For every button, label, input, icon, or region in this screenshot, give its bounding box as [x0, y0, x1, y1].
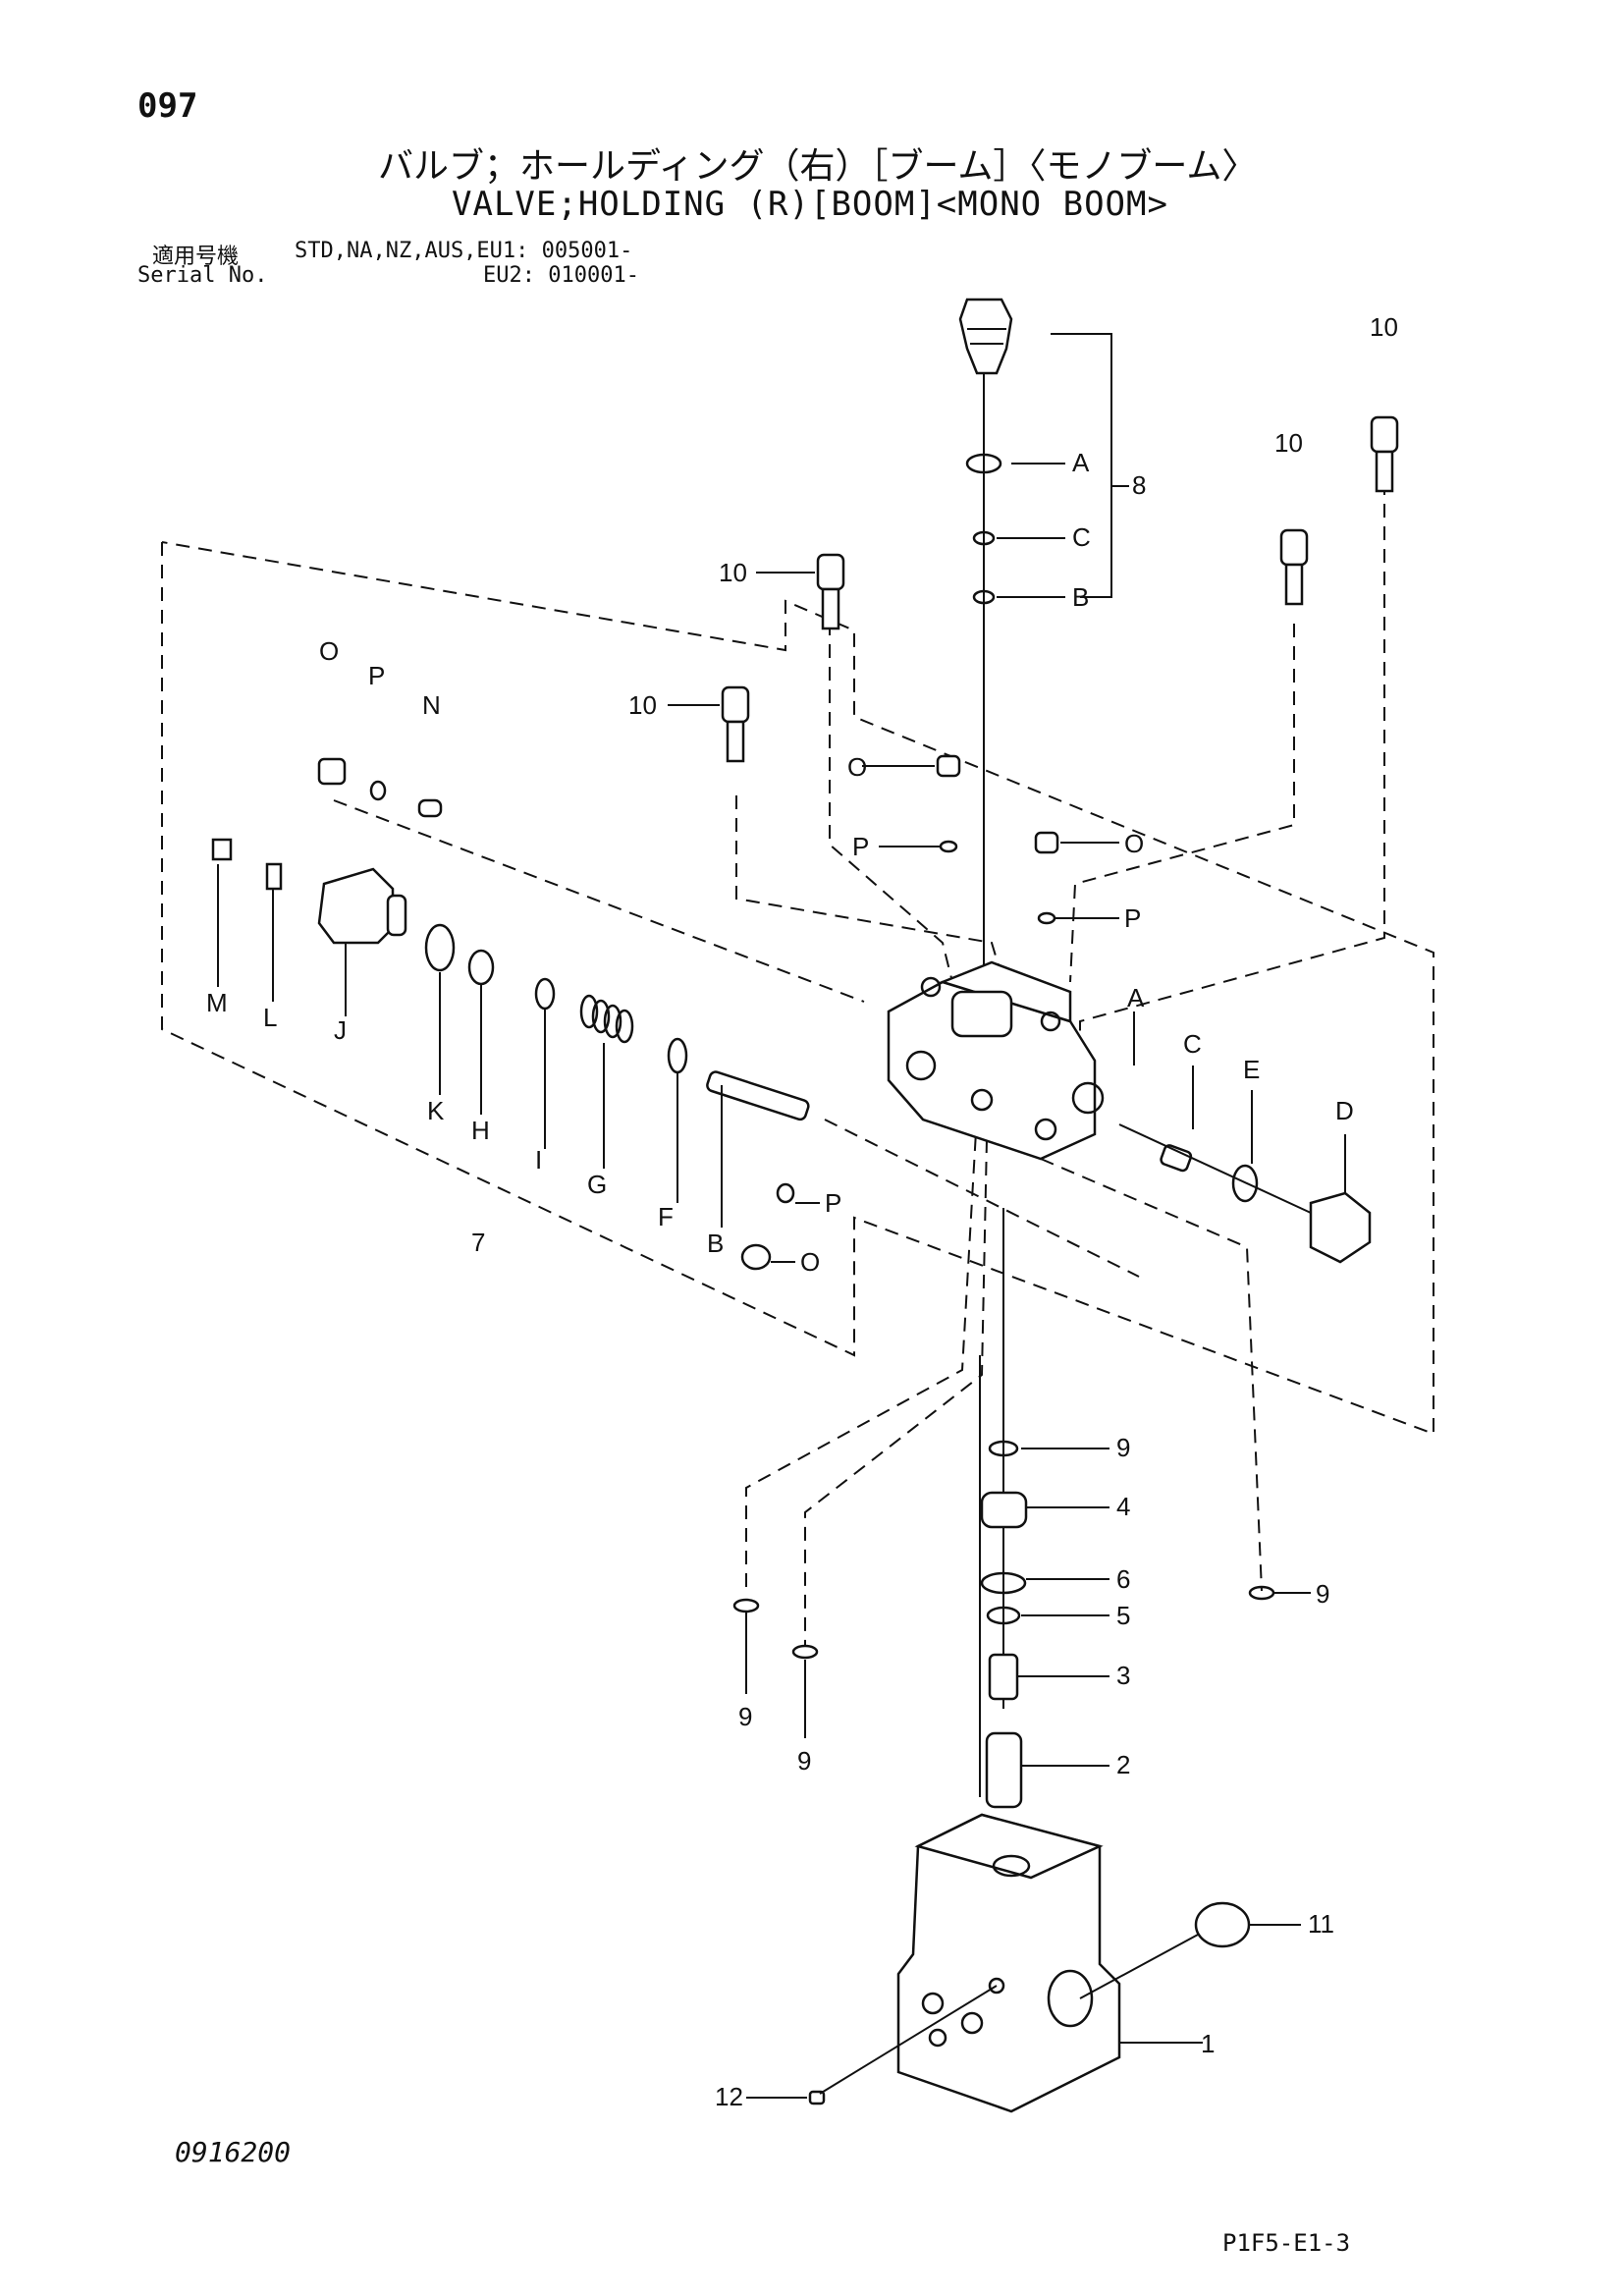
callout-p-right: P	[1124, 903, 1141, 933]
plugs-o-p	[740, 754, 1119, 1271]
callout-k: K	[427, 1096, 445, 1125]
callout-p-left: P	[368, 661, 385, 690]
callout-3: 3	[1116, 1661, 1130, 1690]
serial-label-japanese: 適用号機	[152, 245, 240, 269]
callout-6: 6	[1116, 1564, 1130, 1594]
callout-8: 8	[1132, 470, 1146, 500]
callout-o-right: O	[1124, 829, 1144, 858]
port-leaders	[333, 481, 1385, 1645]
callout-9d: 9	[797, 1746, 811, 1776]
right-port-parts	[1118, 1011, 1372, 1264]
valve-body-subassembly	[887, 960, 1105, 1161]
callout-g: G	[587, 1170, 607, 1199]
relief-valve-8	[958, 298, 1129, 605]
spool-components	[211, 757, 810, 1228]
callout-h: H	[471, 1116, 490, 1145]
callout-10b: 10	[628, 690, 657, 720]
callout-10a: 10	[719, 558, 747, 587]
callout-labels: 1 2 3 4 5 6 7 8 9 9 9 9 10 10 10 10 11 1…	[206, 312, 1398, 2111]
callout-12: 12	[715, 2082, 743, 2111]
callout-c-right: C	[1183, 1029, 1202, 1059]
housing-1	[746, 1813, 1301, 2113]
cap-screws-10	[668, 415, 1399, 763]
callout-9a: 9	[1116, 1433, 1130, 1462]
callout-b-top: B	[1072, 582, 1089, 612]
callout-10d: 10	[1370, 312, 1398, 342]
callout-4: 4	[1116, 1492, 1130, 1521]
callout-11: 11	[1308, 1909, 1334, 1939]
callout-f: F	[658, 1202, 674, 1231]
callout-c-top: C	[1072, 522, 1091, 552]
callout-10c: 10	[1274, 428, 1303, 458]
callout-7: 7	[471, 1228, 485, 1257]
callout-9b: 9	[1316, 1579, 1329, 1609]
callout-i: I	[535, 1145, 542, 1175]
callout-p-center: P	[852, 832, 869, 861]
callout-n: N	[422, 690, 441, 720]
check-valve-stack	[732, 1440, 1311, 1809]
assembly-7-outline	[161, 541, 1434, 1436]
callout-m: M	[206, 988, 228, 1017]
page-code: P1F5-E1-3	[1222, 2229, 1351, 2257]
callout-j: J	[334, 1015, 347, 1045]
callout-o-center: O	[847, 752, 867, 782]
serial-range-eu2: EU2: 010001-	[483, 263, 639, 288]
callout-l: L	[263, 1003, 277, 1032]
callout-5: 5	[1116, 1601, 1130, 1630]
callout-a-top: A	[1072, 448, 1090, 477]
serial-label-english: Serial No.	[137, 263, 268, 288]
title-english: VALVE;HOLDING (R)[BOOM]<MONO BOOM>	[452, 185, 1168, 224]
callout-p-lower: P	[825, 1188, 841, 1218]
drawing-number: 0916200	[175, 2136, 292, 2168]
page-number: 097	[137, 86, 198, 126]
callout-d: D	[1335, 1096, 1354, 1125]
callout-e: E	[1243, 1055, 1260, 1084]
callout-b-left: B	[707, 1229, 724, 1258]
callout-o-left: O	[319, 636, 339, 666]
callout-9c: 9	[738, 1702, 752, 1731]
callout-a-right: A	[1127, 983, 1145, 1012]
serial-range-eu1: STD,NA,NZ,AUS,EU1: 005001-	[295, 239, 633, 263]
callout-2: 2	[1116, 1750, 1130, 1779]
callout-o-lower: O	[800, 1247, 820, 1277]
callout-1: 1	[1201, 2029, 1215, 2058]
title-japanese: バルブ；ホールディング（右）［ブーム］〈モノブーム〉	[378, 146, 1258, 187]
